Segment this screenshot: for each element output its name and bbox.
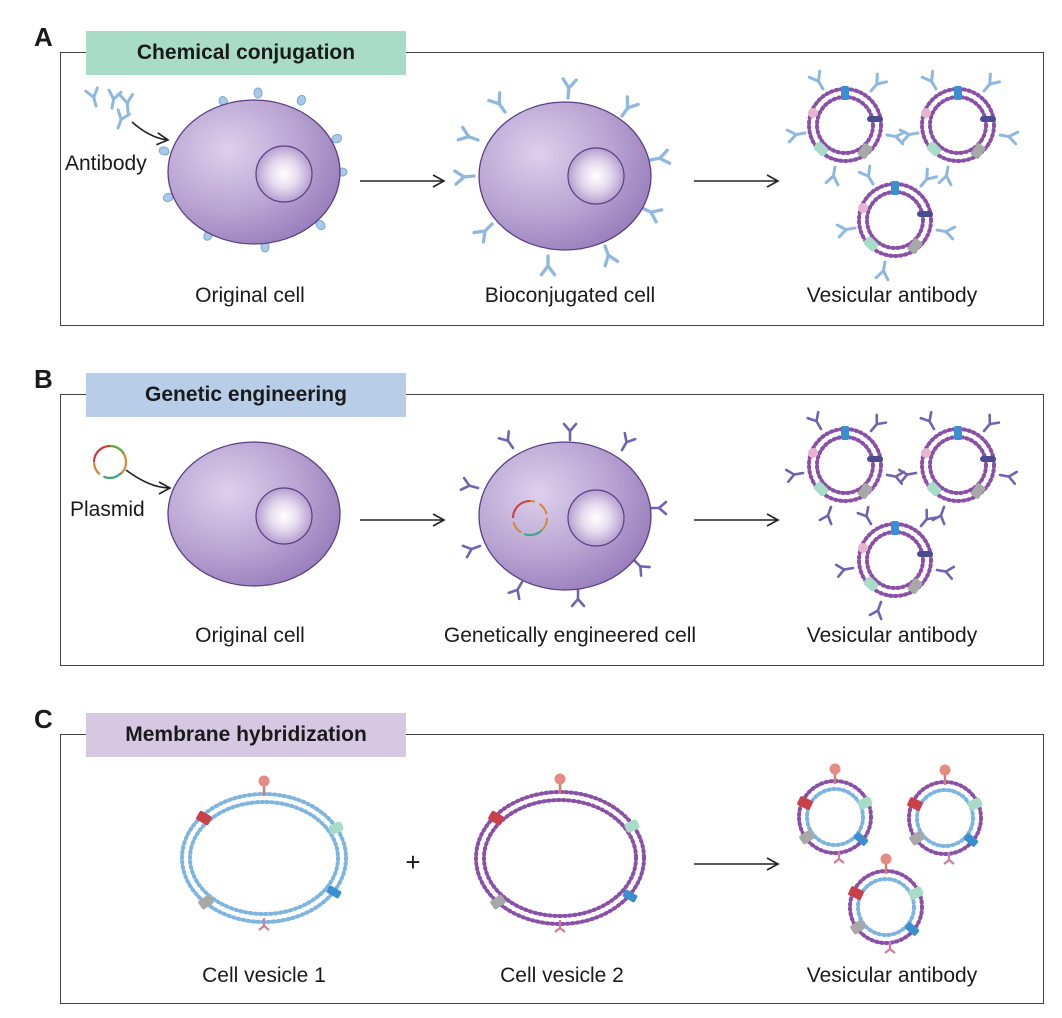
caption-a-vesicular-antibody: Vesicular antibody	[806, 284, 978, 307]
caption-b-vesicular-antibody: Vesicular antibody	[806, 624, 978, 647]
panel-a-box	[60, 52, 1044, 326]
bioconjugated-cell	[453, 77, 672, 277]
panel-b-letter: B	[34, 364, 53, 394]
antibody-label: Antibody	[65, 152, 147, 175]
plasmid-icon	[92, 444, 128, 480]
caption-a-bioconjugated-cell: Bioconjugated cell	[484, 284, 656, 307]
caption-a-original-cell: Original cell	[195, 284, 305, 307]
panel-a-title: Chemical conjugation	[86, 31, 406, 75]
caption-c-cell-vesicle-1: Cell vesicle 1	[202, 964, 326, 987]
caption-b-engineered-cell: Genetically engineered cell	[443, 624, 697, 647]
panel-b-title: Genetic engineering	[86, 373, 406, 417]
panel-a-letter: A	[34, 22, 53, 52]
cell-vesicle-2	[474, 772, 646, 934]
panel-b-box	[60, 394, 1044, 666]
original-cell-b	[167, 441, 341, 587]
plus-sign: +	[405, 847, 420, 877]
panel-c-box	[60, 734, 1044, 1004]
original-cell-a	[157, 87, 348, 253]
panel-c-letter: C	[34, 704, 53, 734]
antibody-arrow	[131, 121, 170, 146]
vesicle-cluster-c	[797, 764, 984, 954]
plasmid-label: Plasmid	[70, 498, 145, 521]
vesicle-cluster-a	[785, 69, 1020, 282]
caption-c-cell-vesicle-2: Cell vesicle 2	[500, 964, 624, 987]
vesicle-cluster-b	[784, 410, 1019, 621]
caption-c-vesicular-antibody: Vesicular antibody	[806, 964, 978, 987]
caption-b-original-cell: Original cell	[195, 624, 305, 647]
panel-c-title: Membrane hybridization	[86, 713, 406, 757]
plasmid-arrow	[125, 469, 172, 495]
antibody-icon	[84, 86, 136, 132]
cell-vesicle-1	[180, 774, 348, 932]
engineered-cell	[459, 422, 668, 608]
